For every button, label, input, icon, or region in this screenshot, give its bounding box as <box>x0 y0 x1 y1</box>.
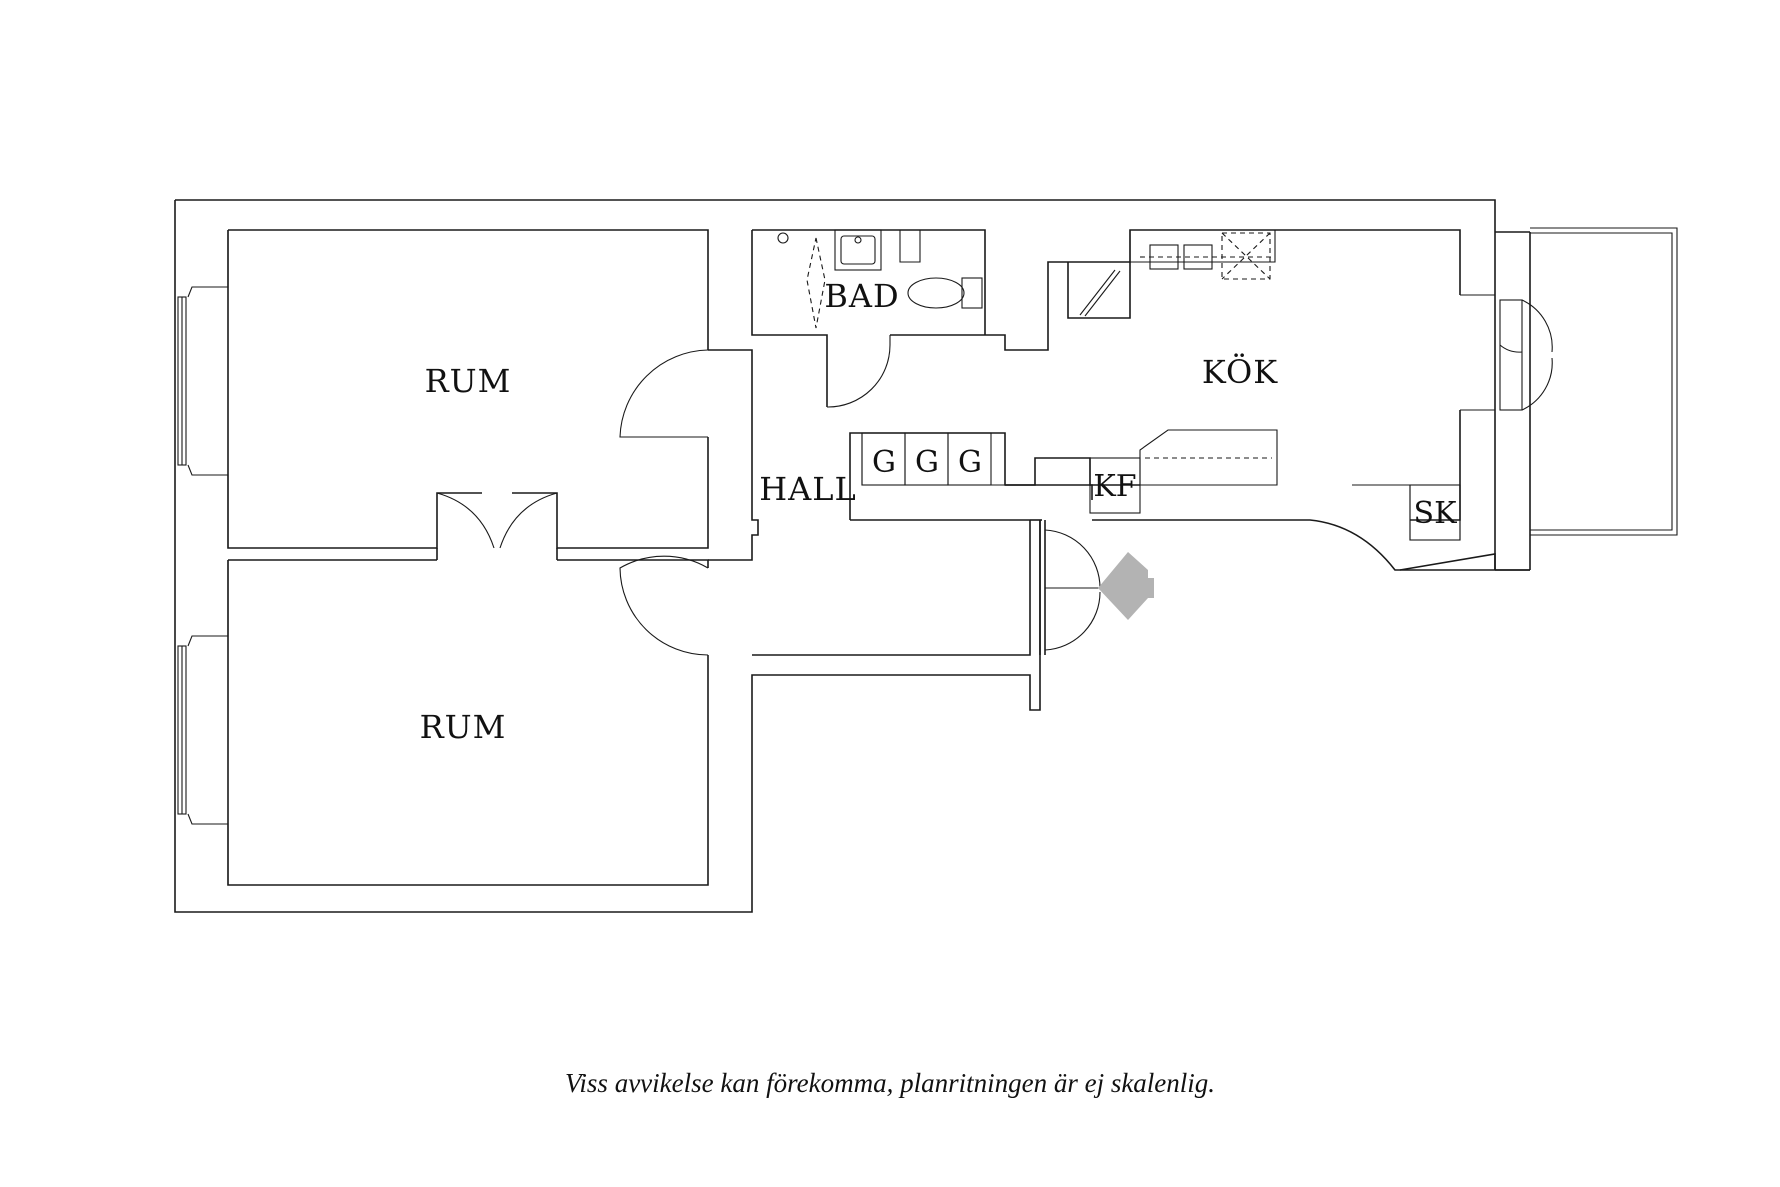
window-upper <box>177 230 229 548</box>
balcony <box>1530 227 1678 536</box>
label-kok: KÖK <box>1202 353 1278 391</box>
wardrobes <box>861 432 1005 486</box>
label-bad: BAD <box>824 277 899 315</box>
disclaimer: Viss avvikelse kan förekomma, planritnin… <box>564 1068 1216 1098</box>
balcony-door <box>1460 294 1553 411</box>
label-wardrobe-1: G <box>872 445 896 480</box>
outer-walls <box>174 199 1531 913</box>
door-rum-lower <box>619 555 709 656</box>
label-wardrobe-3: G <box>958 445 982 480</box>
hall-walls <box>708 349 1093 656</box>
label-fridge-freezer: KF <box>1093 469 1136 504</box>
room-kok <box>985 229 1461 571</box>
entrance-arrow <box>1098 552 1154 620</box>
room-rum-upper <box>227 229 709 549</box>
entrance-door <box>1039 520 1101 655</box>
label-wardrobe-2: G <box>915 445 939 480</box>
label-hall: HALL <box>759 470 857 508</box>
room-rum-lower <box>227 548 709 886</box>
door-rum-upper <box>619 349 709 438</box>
label-storage: SK <box>1414 496 1458 531</box>
room-bad <box>751 229 986 408</box>
window-lower <box>177 560 229 885</box>
label-rum-lower: RUM <box>420 708 507 746</box>
label-rum-upper: RUM <box>425 362 512 400</box>
